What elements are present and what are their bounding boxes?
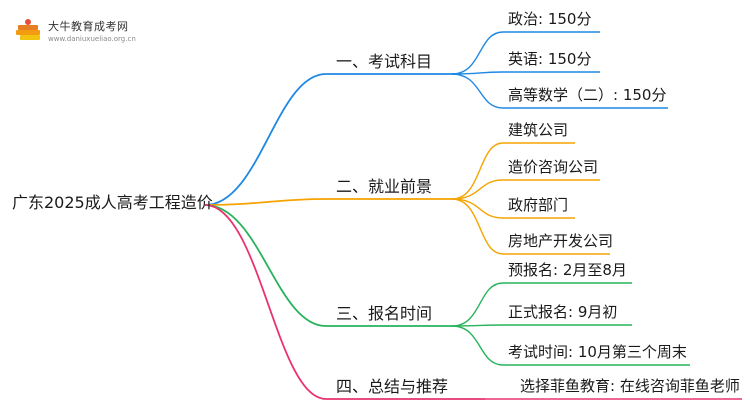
connector-branch-1-leaf-1 <box>451 31 600 75</box>
connector-branch-3-leaf-2 <box>451 324 632 327</box>
connector-branch-2-leaf-1 <box>451 142 575 200</box>
leaf-math: 高等数学（二）: 150分 <box>508 86 667 104</box>
mindmap-root: 广东2025成人高考工程造价 <box>12 193 213 212</box>
branch-summary: 四、总结与推荐 <box>336 377 449 396</box>
branch-career-prospects: 二、就业前景 <box>336 177 433 196</box>
connector-root-to-branch-4 <box>204 204 485 400</box>
leaf-pre-registration: 预报名: 2月至8月 <box>508 261 627 279</box>
connector-root-to-branch-2 <box>204 198 452 206</box>
logo-url: www.daniuxueliao.org.cn <box>48 35 136 43</box>
leaf-construction-company: 建筑公司 <box>508 121 569 139</box>
connector-branch-1-leaf-2 <box>451 71 600 75</box>
connector-branch-3-leaf-3 <box>451 325 690 366</box>
connector-branch-2-leaf-2 <box>451 179 600 200</box>
leaf-exam-time: 考试时间: 10月第三个周末 <box>508 343 687 361</box>
leaf-government: 政府部门 <box>508 196 569 214</box>
connector-branch-1-leaf-3 <box>451 73 668 109</box>
connector-branch-2-leaf-3 <box>451 198 575 219</box>
book-stack-icon <box>16 19 40 40</box>
leaf-english: 英语: 150分 <box>508 50 592 68</box>
connector-root-to-branch-1 <box>204 73 455 206</box>
branch-registration-time: 三、报名时间 <box>336 304 433 323</box>
connector-branch-2-leaf-4 <box>451 198 610 255</box>
logo-name: 大牛教育成考网 <box>48 20 129 33</box>
leaf-politics: 政治: 150分 <box>508 10 592 28</box>
site-logo: 大牛教育成考网 www.daniuxueliao.org.cn <box>14 16 144 50</box>
leaf-cost-consulting: 造价咨询公司 <box>508 158 599 176</box>
leaf-real-estate: 房地产开发公司 <box>508 232 614 250</box>
leaf-formal-registration: 正式报名: 9月初 <box>508 303 618 321</box>
connector-root-to-branch-3 <box>204 204 452 327</box>
branch-exam-subjects: 一、考试科目 <box>336 52 433 71</box>
leaf-recommendation: 选择菲鱼教育: 在线咨询菲鱼老师 <box>520 377 740 395</box>
connector-branch-3-leaf-1 <box>451 282 632 327</box>
